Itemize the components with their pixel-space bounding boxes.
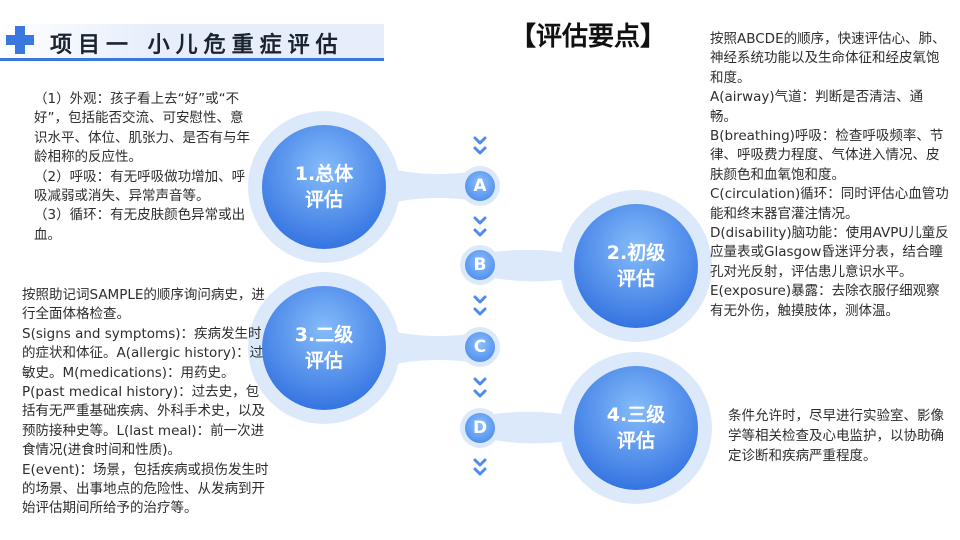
secondary-sample: S(signs and symptoms)：疾病发生时的症状和体征。A(alle… xyxy=(22,325,265,459)
stage-label-3-line1: 3.二级 xyxy=(294,324,354,346)
stage-label-1: 1.总体 评估 xyxy=(274,161,374,213)
stage-label-4-line2: 评估 xyxy=(616,430,655,452)
stage-label-3-line2: 评估 xyxy=(304,350,343,372)
secondary-intro: 按照助记词SAMPLE的顺序询问病史，进行全面体格检查。 xyxy=(22,287,265,323)
chevron-down-icon xyxy=(473,377,487,386)
secondary-assessment-text: 按照助记词SAMPLE的顺序询问病史，进行全面体格检查。 S(signs and… xyxy=(22,286,270,519)
primary-exposure: E(exposure)暴露：去除衣服仔细观察有无外伤，触摸肢体，测体温。 xyxy=(710,283,940,319)
secondary-event: E(event)：场景，包括疾病或损伤发生时的场景、出事地点的危险性、从发病到开… xyxy=(22,461,269,517)
stage-label-1-line2: 评估 xyxy=(304,189,343,211)
general-item-circulation: （3）循环：有无皮肤颜色异常或出血。 xyxy=(34,207,246,243)
general-assessment-text: （1）外观：孩子看上去“好”或“不好”，包括能否交流、可安慰性、意识水平、体位、… xyxy=(34,90,254,245)
primary-circulation: C(circulation)循环：同时评估心血管功能和终末器官灌注情况。 xyxy=(710,186,949,222)
chevron-down-icon xyxy=(473,458,487,467)
stage-label-4-line1: 4.三级 xyxy=(606,404,666,426)
header-underline xyxy=(0,58,384,61)
chevron-down-icon xyxy=(473,389,487,398)
general-item-breathing: （2）呼吸：有无呼吸做功增加、呼吸减弱或消失、异常声音等。 xyxy=(34,168,246,205)
chevron-down-icon xyxy=(473,228,487,237)
chevron-down-icon xyxy=(473,216,487,225)
stage-label-4: 4.三级 评估 xyxy=(586,402,686,454)
connector-b xyxy=(494,249,582,282)
general-item-appearance: （1）外观：孩子看上去“好”或“不好”，包括能否交流、可安慰性、意识水平、体位、… xyxy=(34,91,250,166)
tertiary-assessment-text: 条件允许时，尽早进行实验室、影像学等相关检查及心电监护，以协助确定诊断和疾病严重… xyxy=(728,406,950,466)
connector-c xyxy=(380,328,470,368)
connector-d xyxy=(494,411,582,444)
chevron-down-icon xyxy=(473,295,487,304)
node-letter-c: C xyxy=(473,337,487,357)
connector-a xyxy=(380,166,470,206)
node-letter-d: D xyxy=(472,418,488,438)
chevron-down-icon xyxy=(473,467,487,476)
chevron-down-icon xyxy=(473,307,487,316)
chevron-down-icon xyxy=(473,146,487,155)
primary-intro: 按照ABCDE的顺序，快速评估心、肺、神经系统功能以及生命体征和经皮氧饱和度。 xyxy=(710,31,946,86)
stage-label-2: 2.初级 评估 xyxy=(586,240,686,292)
primary-breathing: B(breathing)呼吸：检查呼吸频率、节律、呼吸费力程度、气体进入情况、皮… xyxy=(710,128,944,183)
node-letter-b: B xyxy=(473,255,487,275)
chevron-down-icon xyxy=(473,136,487,145)
node-letter-a: A xyxy=(473,176,487,196)
page-title: 项目一 小儿危重症评估 xyxy=(50,33,344,58)
stage-label-1-line1: 1.总体 xyxy=(294,163,354,185)
header-band xyxy=(0,24,384,58)
primary-airway: A(airway)气道：判断是否清洁、通畅。 xyxy=(710,89,924,125)
medical-cross-icon xyxy=(6,26,34,54)
stage-label-2-line2: 评估 xyxy=(616,268,655,290)
primary-disability: D(disability)脑功能：使用AVPU儿童反应量表或Glasgow昏迷评… xyxy=(710,225,949,280)
stage-label-3: 3.二级 评估 xyxy=(274,322,374,374)
section-title: 【评估要点】 xyxy=(509,22,666,52)
primary-assessment-text: 按照ABCDE的顺序，快速评估心、肺、神经系统功能以及生命体征和经皮氧饱和度。 … xyxy=(710,30,950,321)
tertiary-item: 条件允许时，尽早进行实验室、影像学等相关检查及心电监护，以协助确定诊断和疾病严重… xyxy=(728,408,944,464)
stage-label-2-line1: 2.初级 xyxy=(606,242,666,264)
